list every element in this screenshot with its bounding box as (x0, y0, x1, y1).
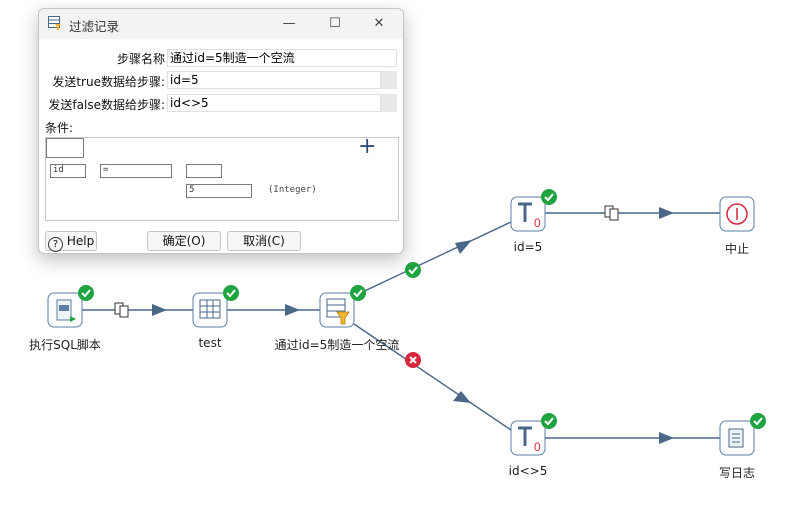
hop-filter-idn5[interactable] (353, 323, 512, 431)
condition-field[interactable]: id (50, 164, 86, 178)
arrow-head (285, 304, 300, 316)
arrow-head (453, 391, 471, 403)
filter-step-icon (48, 16, 61, 30)
maximize-button[interactable]: ☐ (329, 16, 341, 31)
step-sql-script[interactable] (47, 292, 83, 328)
condition-value[interactable]: 5 (186, 184, 252, 198)
minimize-button[interactable]: — (282, 16, 296, 31)
step-label-test: test (198, 336, 222, 350)
copy-rows-icon (604, 205, 619, 221)
hop-filter-id5[interactable] (353, 221, 512, 297)
arrow-head (659, 432, 674, 444)
step-filter[interactable] (319, 292, 355, 328)
step-label-idn5: id<>5 (508, 464, 548, 478)
step-idn5[interactable] (510, 420, 546, 456)
filter-rows-dialog: 过滤记录 — ☐ ✕ 步骤名称 通过id=5制造一个空流 发送true数据给步骤… (38, 8, 404, 254)
cancel-button[interactable]: 取消(C) (227, 231, 301, 251)
step-label-filter: 通过id=5制造一个空流 (274, 338, 400, 352)
help-icon: ? (48, 237, 63, 252)
error-count-id5: 0 (534, 216, 541, 230)
false-condition-icon (405, 352, 421, 368)
send-false-label: 发送false数据给步骤: (48, 98, 165, 112)
send-true-dropdown[interactable] (381, 71, 397, 89)
success-icon (350, 285, 366, 301)
condition-compare-field[interactable] (186, 164, 222, 178)
dialog-title: 过滤记录 (69, 19, 120, 34)
copy-rows-icon (114, 302, 129, 318)
send-true-select[interactable]: id=5 (167, 71, 381, 89)
error-count-idn5: 0 (534, 440, 541, 454)
success-icon (78, 285, 94, 301)
step-name-input[interactable]: 通过id=5制造一个空流 (167, 49, 397, 67)
step-name-label: 步骤名称 (116, 52, 165, 66)
condition-editor[interactable]: + id = 5 (Integer) (45, 134, 399, 221)
condition-type: (Integer) (268, 185, 317, 195)
condition-operator[interactable]: = (100, 164, 172, 178)
success-icon (541, 413, 557, 429)
step-label-abort: 中止 (724, 242, 750, 256)
success-icon (541, 189, 557, 205)
step-label-sql: 执行SQL脚本 (29, 338, 101, 352)
step-test[interactable] (192, 292, 228, 328)
step-label-id5: id=5 (513, 240, 543, 254)
send-true-label: 发送true数据给步骤: (52, 75, 165, 89)
arrow-head (455, 240, 472, 254)
step-label-log: 写日志 (718, 466, 756, 480)
dialog-titlebar[interactable]: 过滤记录 — ☐ ✕ (39, 9, 403, 39)
arrow-head (659, 207, 674, 219)
success-icon (750, 413, 766, 429)
condition-negate-box[interactable] (46, 138, 84, 158)
step-id5[interactable] (510, 196, 546, 232)
send-false-dropdown[interactable] (381, 94, 397, 112)
true-condition-icon (405, 262, 421, 278)
success-icon (223, 285, 239, 301)
close-button[interactable]: ✕ (373, 16, 385, 31)
add-condition-button[interactable]: + (358, 134, 377, 159)
conditions-label: 条件: (45, 121, 74, 135)
help-button[interactable]: ? Help (45, 231, 97, 252)
send-false-select[interactable]: id<>5 (167, 94, 381, 112)
step-write-log[interactable] (719, 420, 755, 456)
ok-button[interactable]: 确定(O) (147, 231, 221, 251)
help-label: Help (66, 234, 95, 248)
arrow-head (152, 304, 167, 316)
step-abort[interactable] (719, 196, 755, 232)
